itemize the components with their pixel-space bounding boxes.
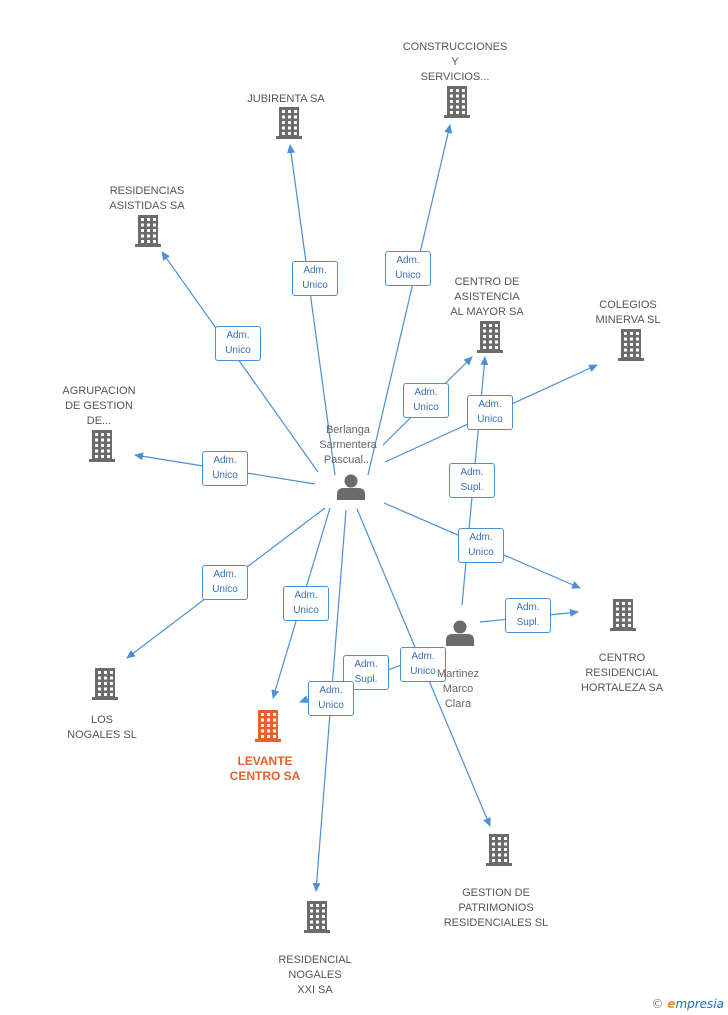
edge-label[interactable]: Adm. Unico (458, 528, 504, 563)
building-icon[interactable] (610, 599, 636, 631)
edge-p1-c_residencias (161, 251, 319, 473)
building-icon[interactable] (92, 668, 118, 700)
building-icon[interactable] (135, 215, 161, 247)
edge-label[interactable]: Adm. Unico (202, 451, 248, 486)
edge-p1-c_jubirenta (287, 144, 336, 476)
edge-label[interactable]: Adm. Unico (215, 326, 261, 361)
building-icon[interactable] (89, 430, 115, 462)
building-icon[interactable] (304, 901, 330, 933)
empresia-watermark: © empresia (651, 997, 724, 1011)
building-icon[interactable] (477, 321, 503, 353)
edge-label[interactable]: Adm. Unico (403, 383, 449, 418)
brand-name: mpresia (675, 997, 724, 1011)
building-icon[interactable] (618, 329, 644, 361)
copyright-icon: © (651, 997, 664, 1011)
edge-label[interactable]: Adm. Unico (400, 647, 446, 682)
edge-label[interactable]: Adm. Supl. (505, 598, 551, 633)
edge-label[interactable]: Adm. Unico (308, 681, 354, 716)
building-icon[interactable] (255, 710, 281, 742)
edge-label[interactable]: Adm. Unico (467, 395, 513, 430)
building-icon[interactable] (276, 107, 302, 139)
building-icon[interactable] (444, 86, 470, 118)
edge-label[interactable]: Adm. Supl. (449, 463, 495, 498)
edge-label[interactable]: Adm. Unico (385, 251, 431, 286)
edge-label[interactable]: Adm. Unico (202, 565, 248, 600)
person-icon[interactable] (446, 620, 474, 647)
person-icon[interactable] (337, 474, 365, 501)
building-icon[interactable] (486, 834, 512, 866)
brand-initial: e (667, 997, 676, 1011)
edge-label[interactable]: Adm. Unico (283, 586, 329, 621)
edge-label[interactable]: Adm. Unico (292, 261, 338, 296)
edge-p1-c_construcciones (367, 124, 453, 476)
